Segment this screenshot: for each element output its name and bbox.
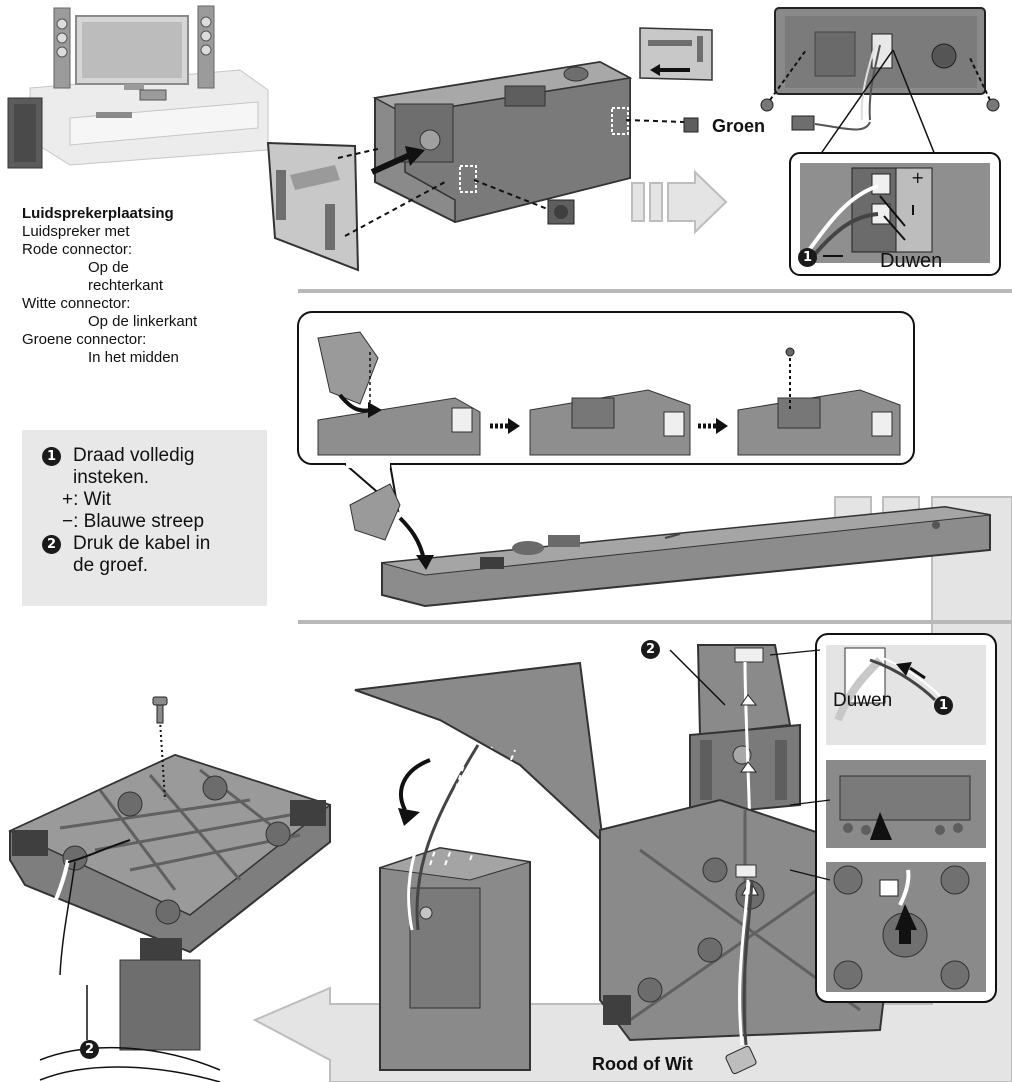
marker-2-right: 2 [641, 640, 660, 659]
legend-step-2: 2 Druk de kabel in [42, 533, 210, 555]
groen-label: Groen [712, 116, 766, 136]
speaker-body-top [372, 60, 633, 224]
push-arrow-icon [370, 152, 412, 175]
screw-guide-line [159, 719, 166, 801]
side-panel-left [266, 141, 360, 272]
legend-plus-line: +: Wit [62, 489, 111, 511]
white-connector-position: Op de linkerkant [88, 313, 198, 330]
svg-text:+: + [911, 168, 924, 187]
stand-column-right [689, 644, 801, 831]
terminal-zoom-panel: + [789, 152, 1001, 276]
marker-2-left: 2 [80, 1040, 99, 1059]
legend-step-2-line-2: de groef. [73, 555, 148, 577]
plus-wire-text: +: Wit [62, 489, 112, 510]
step-2-text: Druk de kabel in [73, 533, 211, 554]
speaker-placement-info: Luidsprekerplaatsing Luidspreker met Rod… [22, 205, 262, 367]
legend-step-1: 1 Draad volledig [42, 445, 194, 467]
base-plate-long [349, 483, 991, 608]
rotate-arrow-icon [399, 758, 431, 811]
step-1-text-2: insteken. [73, 467, 150, 488]
marker-1-top: 1 [798, 248, 817, 267]
red-connector-position-2: rechterkant [88, 277, 164, 294]
screw-icon [986, 98, 1000, 112]
bracket-sequence-panel [297, 311, 915, 520]
marker-1-right: 1 [934, 696, 953, 715]
screw-icon [785, 347, 795, 357]
duwen-label-top: Duwen [880, 250, 943, 272]
instruction-legend: 1 Draad volledig insteken. +: Wit −: Bla… [22, 430, 267, 606]
step-2-marker: 2 [42, 535, 61, 554]
step-2-text-2: de groef. [73, 555, 148, 576]
duwen-label-right: Duwen [833, 690, 893, 711]
side-panel-right [639, 27, 713, 81]
legend-step-1-line-2: insteken. [73, 467, 149, 489]
screw-icon [152, 696, 168, 724]
stand-base-plate-left [8, 753, 332, 1051]
step-1-text: Draad volledig [73, 445, 195, 466]
rood-of-wit-label: Rood of Wit [592, 1054, 693, 1074]
placement-heading: Luidsprekerplaatsing [22, 205, 174, 222]
step-1-marker: 1 [42, 447, 61, 466]
green-connector-position: In het midden [88, 349, 179, 366]
screw-icon [760, 98, 774, 112]
green-connector-label: Groene connector: [22, 331, 147, 348]
placement-line: Luidspreker met [22, 223, 130, 240]
minus-wire-text: −: Blauwe streep [62, 511, 205, 532]
speaker-back-view [774, 7, 986, 121]
foot-pad-icon [683, 117, 699, 133]
stand-column-center [354, 661, 605, 1071]
cable-zoom-panel [815, 633, 997, 1003]
red-connector-label: Rode connector: [22, 241, 133, 258]
red-connector-position: Op de [88, 259, 129, 276]
legend-minus-line: −: Blauwe streep [62, 511, 204, 533]
flow-arrow-small [631, 169, 728, 235]
tv-setup-illustration [7, 5, 269, 169]
white-connector-label: Witte connector: [22, 295, 131, 312]
